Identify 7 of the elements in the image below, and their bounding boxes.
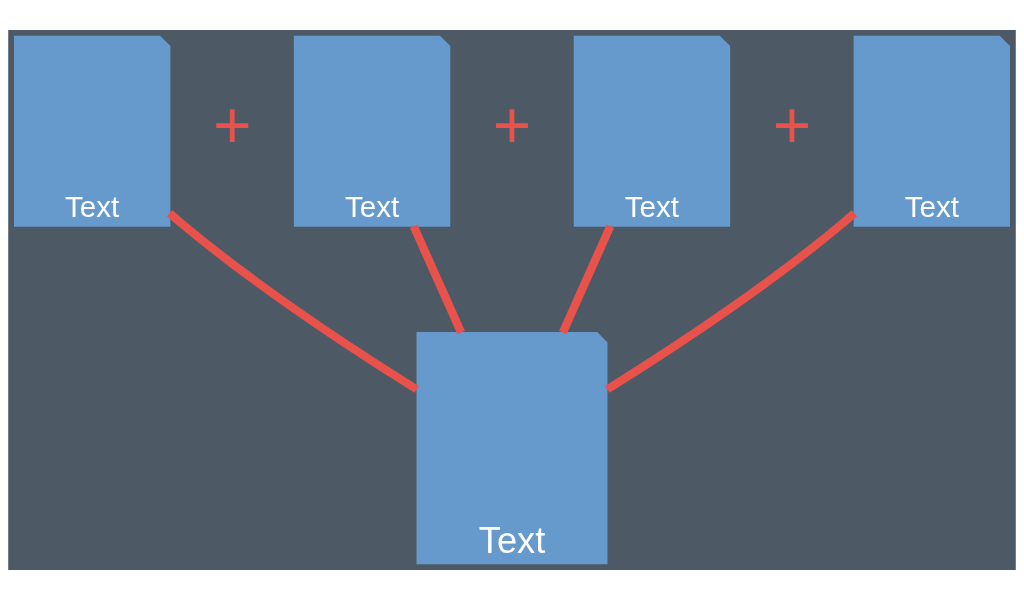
connector <box>409 224 465 335</box>
connector <box>166 210 419 393</box>
connector <box>605 210 858 393</box>
connector <box>559 224 615 335</box>
label: + <box>492 87 532 162</box>
label: + <box>772 87 812 162</box>
label: + <box>212 87 252 162</box>
